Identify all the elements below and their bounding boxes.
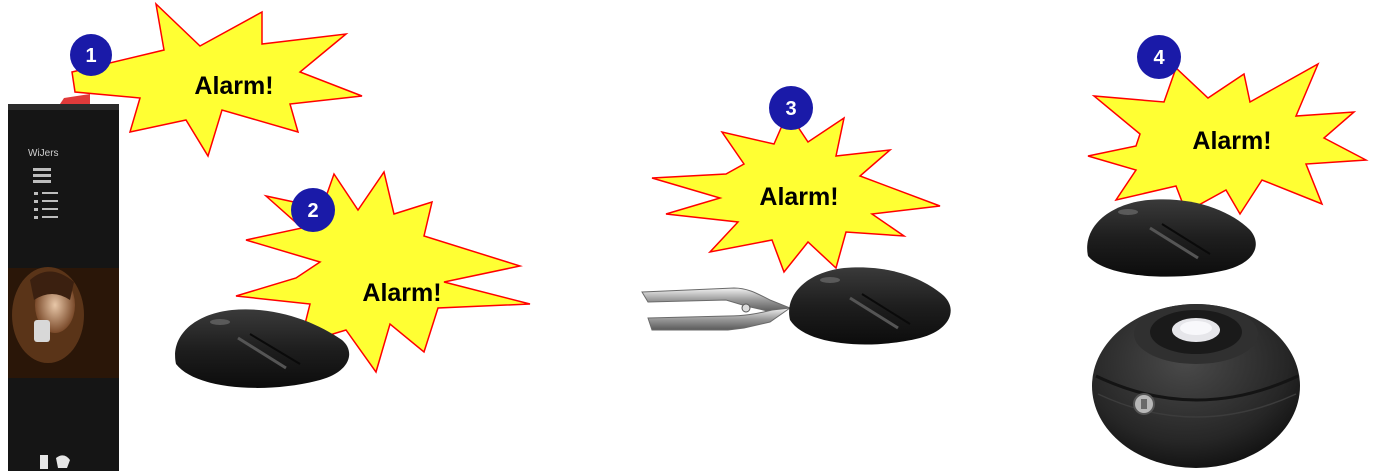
security-alarm-device-4 xyxy=(1087,199,1256,276)
security-tag-on-tower xyxy=(60,94,90,104)
badge-number: 1 xyxy=(85,45,96,67)
alarm-label: Alarm! xyxy=(362,279,441,307)
multi-tool-pliers xyxy=(642,288,790,330)
alarm-label: Alarm! xyxy=(194,72,273,100)
tower-advert-photo xyxy=(8,267,119,378)
alarm-burst-3: Alarm! xyxy=(652,112,940,272)
display-tower: WiJers xyxy=(8,94,119,471)
scenario-badge-3: 3 xyxy=(769,86,813,130)
security-alarm-device-3 xyxy=(789,267,951,344)
tower-brand-logo: WiJers xyxy=(28,148,59,159)
alarm-label: Alarm! xyxy=(759,183,838,211)
alarm-label: Alarm! xyxy=(1192,127,1271,155)
badge-number: 2 xyxy=(307,200,318,222)
alarm-burst-4: Alarm! xyxy=(1088,64,1366,214)
scenario-badge-2: 2 xyxy=(291,188,335,232)
badge-number: 4 xyxy=(1153,47,1165,69)
badge-number: 3 xyxy=(785,98,796,120)
scenario-badge-1: 1 xyxy=(70,34,112,76)
security-puck-device xyxy=(1092,304,1300,468)
scenario-badge-4: 4 xyxy=(1137,35,1181,79)
